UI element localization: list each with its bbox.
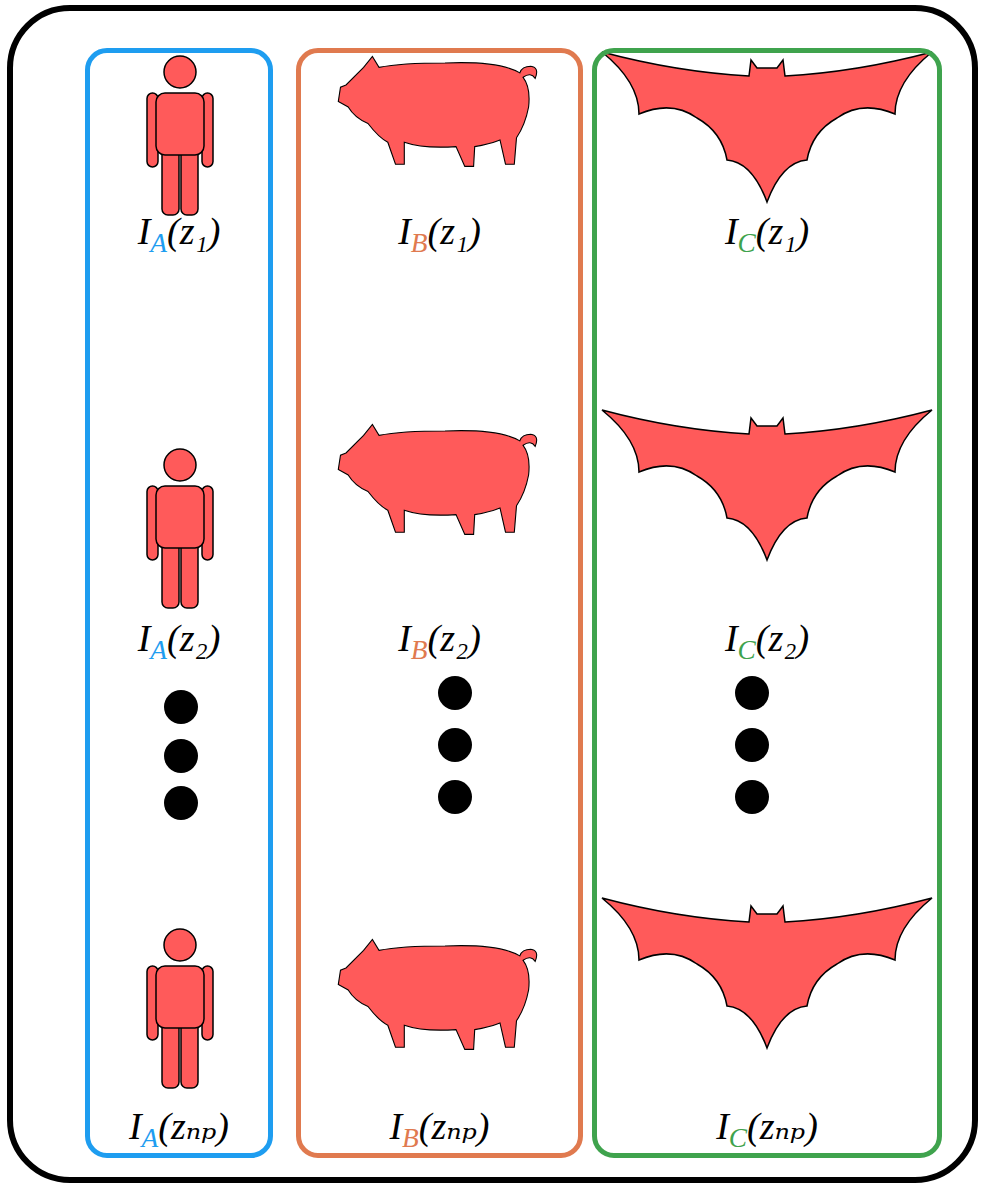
label-argument: (zₙₚ) [419, 1105, 490, 1147]
label-symbol: I [138, 617, 151, 659]
label-symbol: I [725, 210, 738, 252]
group-box: IC(z₁)IC(z₂)IC(zₙₚ) [592, 48, 942, 1158]
label-subscript: B [411, 635, 428, 665]
pig-icon [338, 56, 536, 166]
pig-icon [338, 939, 536, 1049]
group-box: IB(z₁)IB(z₂)IB(zₙₚ) [296, 48, 583, 1158]
label-symbol: I [725, 617, 738, 659]
label-symbol: I [389, 1105, 402, 1147]
label-argument: (z₂) [756, 617, 809, 659]
label-symbol: I [398, 210, 411, 252]
image-label: IA(z₁) [138, 209, 221, 257]
label-argument: (z₁) [756, 210, 809, 252]
label-argument: (z₁) [428, 210, 481, 252]
label-subscript: A [142, 1123, 159, 1153]
image-label: IC(z₁) [725, 209, 809, 257]
label-argument: (z₂) [167, 617, 220, 659]
ellipsis-dots [164, 676, 769, 820]
label-subscript: B [411, 228, 428, 258]
label-subscript: A [150, 635, 167, 665]
image-label: IB(zₙₚ) [389, 1104, 489, 1152]
label-subscript: C [729, 1123, 747, 1153]
outer-frame [10, 8, 975, 1180]
image-label: IA(z₂) [138, 616, 221, 664]
bat-icon [602, 52, 932, 202]
label-symbol: I [138, 210, 151, 252]
label-subscript: A [150, 228, 167, 258]
person-icon [147, 929, 213, 1088]
label-argument: (zₙₚ) [158, 1105, 229, 1147]
group-box: IA(z₁)IA(z₂)IA(zₙₚ) [85, 48, 273, 1158]
image-label: IB(z₂) [398, 616, 481, 664]
image-label: IA(zₙₚ) [129, 1104, 229, 1152]
person-icon [147, 449, 213, 608]
label-symbol: I [129, 1105, 142, 1147]
person-icon [147, 56, 213, 215]
label-argument: (zₙₚ) [747, 1105, 818, 1147]
label-subscript: C [738, 228, 756, 258]
image-label: IB(z₁) [398, 209, 481, 257]
label-symbol: I [716, 1105, 729, 1147]
label-subscript: B [402, 1123, 419, 1153]
label-subscript: C [738, 635, 756, 665]
bat-icon [602, 410, 932, 560]
label-argument: (z₂) [428, 617, 481, 659]
image-label: IC(zₙₚ) [716, 1104, 818, 1152]
bat-icon [602, 898, 932, 1048]
label-argument: (z₁) [167, 210, 220, 252]
image-label: IC(z₂) [725, 616, 809, 664]
pig-icon [338, 424, 536, 534]
label-symbol: I [398, 617, 411, 659]
